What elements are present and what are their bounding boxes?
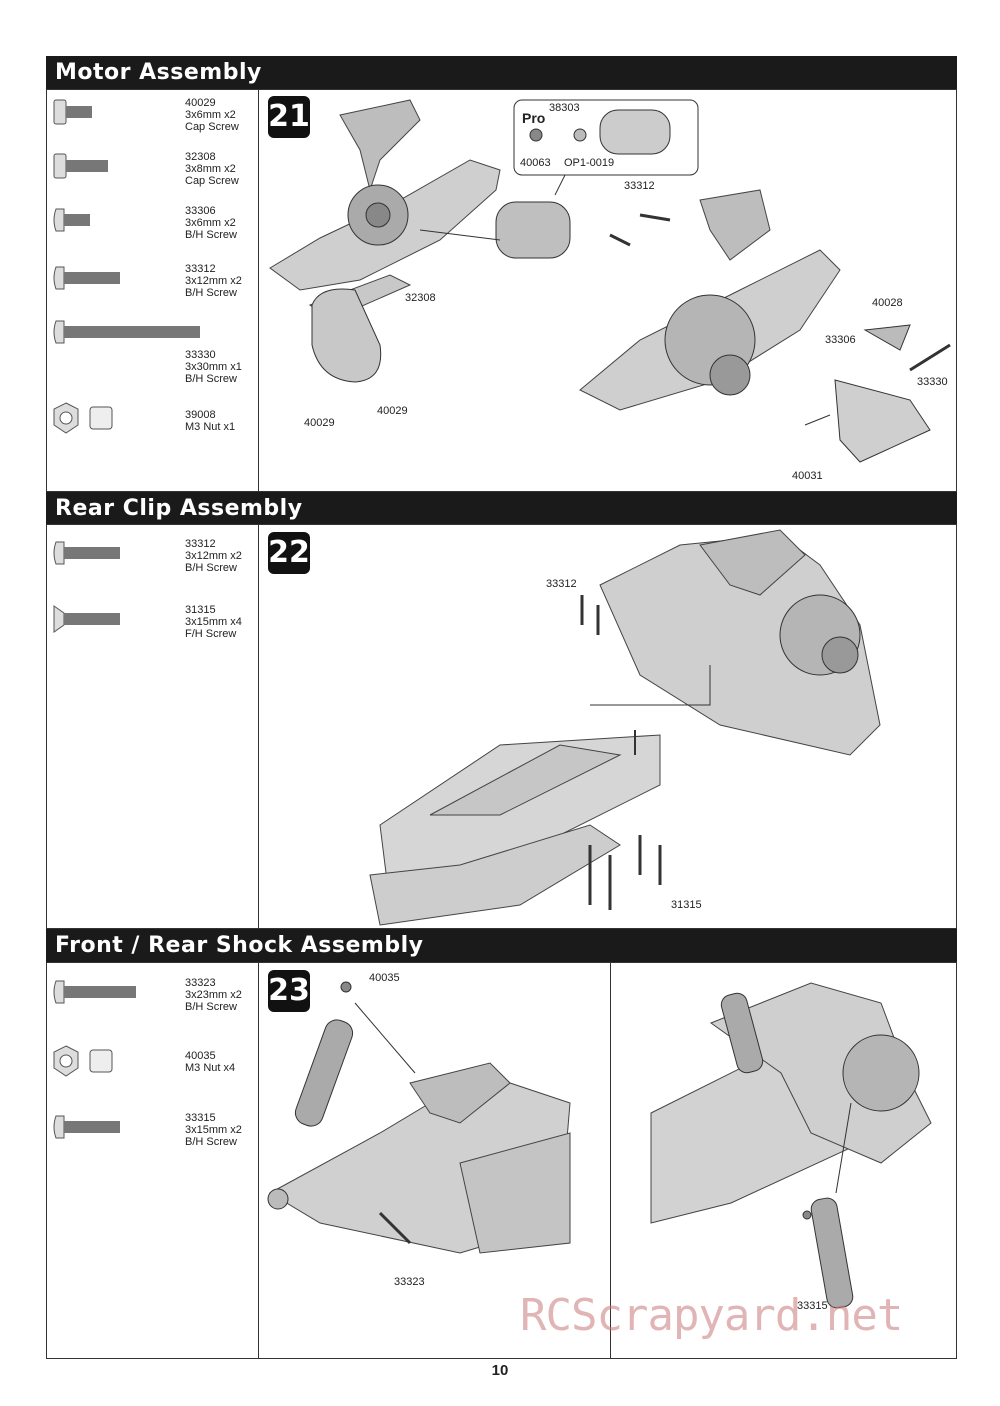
- button-head-screw-icon: [53, 980, 136, 1004]
- callout-op1-0019: OP1-0019: [564, 157, 615, 169]
- cap-screw-icon: [53, 153, 108, 179]
- part-desc: 3x6mm x2: [185, 109, 236, 121]
- part-type: B/H Screw: [185, 229, 237, 241]
- callout-38303: 38303: [549, 102, 580, 114]
- callout-40063: 40063: [520, 157, 551, 169]
- part-type: B/H Screw: [185, 1136, 237, 1148]
- rear-clip-panel: [46, 524, 957, 929]
- part-item: 40029 3x6mm x2 Cap Screw: [46, 97, 259, 137]
- section-title-rear-clip-assembly: Rear Clip Assembly: [46, 492, 957, 525]
- part-desc: 3x12mm x2: [185, 550, 242, 562]
- part-item: 40035 M3 Nut x4: [46, 1044, 259, 1084]
- part-desc: 3x15mm x4: [185, 616, 242, 628]
- callout-32308: 32308: [405, 292, 436, 304]
- button-head-screw-icon: [53, 1115, 120, 1139]
- part-type: Cap Screw: [185, 175, 239, 187]
- part-type: B/H Screw: [185, 562, 237, 574]
- part-type: B/H Screw: [185, 287, 237, 299]
- callout-31315: 31315: [671, 899, 702, 911]
- part-code: 33312: [185, 538, 216, 550]
- page-number: 10: [491, 1362, 509, 1379]
- callout-33312: 33312: [546, 578, 577, 590]
- part-type: B/H Screw: [185, 373, 237, 385]
- part-item: 33323 3x23mm x2 B/H Screw: [46, 977, 259, 1017]
- callout-40035: 40035: [369, 972, 400, 984]
- part-desc: M3 Nut x4: [185, 1062, 236, 1074]
- part-code: 40029: [185, 97, 216, 109]
- part-code: 33315: [185, 1112, 216, 1124]
- motor-assembly-diagram: [269, 99, 951, 463]
- parts-list-shock: 33323 3x23mm x2 B/H Screw 40035 M3 Nut x…: [46, 962, 259, 1359]
- panel-divider: [610, 962, 611, 1359]
- part-type: F/H Screw: [185, 628, 237, 640]
- part-code: 40035: [185, 1050, 216, 1062]
- step-number-22: 22: [268, 532, 310, 574]
- nut-icon: [53, 402, 113, 434]
- callout-40031: 40031: [792, 470, 823, 482]
- callout-40029: 40029: [377, 405, 408, 417]
- parts-list-rear-clip: 33312 3x12mm x2 B/H Screw 31315 3x15mm x…: [46, 524, 259, 929]
- step-number-23: 23: [268, 970, 310, 1012]
- section-title-shock-assembly: Front / Rear Shock Assembly: [46, 929, 957, 962]
- part-item: 31315 3x15mm x4 F/H Screw: [46, 604, 259, 644]
- button-head-screw-icon: [53, 541, 120, 565]
- step-number-21: 21: [268, 96, 310, 138]
- part-item: 33306 3x6mm x2 B/H Screw: [46, 205, 259, 245]
- part-desc: M3 Nut x1: [185, 421, 236, 433]
- watermark: RCScrapyard.net: [520, 1290, 903, 1341]
- button-head-screw-icon: [53, 208, 90, 232]
- part-desc: 3x23mm x2: [185, 989, 242, 1001]
- rear-clip-diagram: [369, 529, 881, 926]
- callout-33330: 33330: [917, 376, 948, 388]
- part-desc: 3x8mm x2: [185, 163, 236, 175]
- callout-33323: 33323: [394, 1276, 425, 1288]
- part-code: 33312: [185, 263, 216, 275]
- part-code: 33330: [185, 349, 216, 361]
- cap-screw-icon: [53, 99, 92, 125]
- flat-head-screw-icon: [53, 605, 120, 633]
- nut-icon: [53, 1045, 113, 1077]
- part-desc: 3x12mm x2: [185, 275, 242, 287]
- part-desc: 3x15mm x2: [185, 1124, 242, 1136]
- pro-label: Pro: [522, 110, 546, 126]
- shock-assembly-panel: [46, 962, 957, 1359]
- callout-33306: 33306: [825, 334, 856, 346]
- rear-shock-diagram: [650, 982, 932, 1309]
- part-code: 33306: [185, 205, 216, 217]
- part-code: 31315: [185, 604, 216, 616]
- part-item: 33312 3x12mm x2 B/H Screw: [46, 263, 259, 303]
- part-item: 39008 M3 Nut x1: [46, 401, 259, 441]
- part-type: B/H Screw: [185, 1001, 237, 1013]
- parts-list-motor: 40029 3x6mm x2 Cap Screw 32308 3x8mm x2 …: [46, 89, 259, 492]
- part-desc: 3x6mm x2: [185, 217, 236, 229]
- part-code: 39008: [185, 409, 216, 421]
- callout-33312: 33312: [624, 180, 655, 192]
- part-item: 33315 3x15mm x2 B/H Screw: [46, 1112, 259, 1152]
- part-desc: 3x30mm x1: [185, 361, 242, 373]
- section-title-motor-assembly: Motor Assembly: [46, 56, 957, 89]
- motor-assembly-panel: [46, 89, 957, 492]
- callout-40028: 40028: [872, 297, 903, 309]
- button-head-screw-icon: [53, 320, 200, 344]
- callout-33315: 33315: [797, 1300, 828, 1312]
- part-type: Cap Screw: [185, 121, 239, 133]
- callout-40029: 40029: [304, 417, 335, 429]
- button-head-screw-icon: [53, 266, 120, 290]
- part-item: 32308 3x8mm x2 Cap Screw: [46, 151, 259, 191]
- part-code: 32308: [185, 151, 216, 163]
- part-item: 33312 3x12mm x2 B/H Screw: [46, 538, 259, 578]
- part-item: 33330 3x30mm x1 B/H Screw: [46, 317, 259, 385]
- part-code: 33323: [185, 977, 216, 989]
- front-shock-diagram: [267, 981, 571, 1254]
